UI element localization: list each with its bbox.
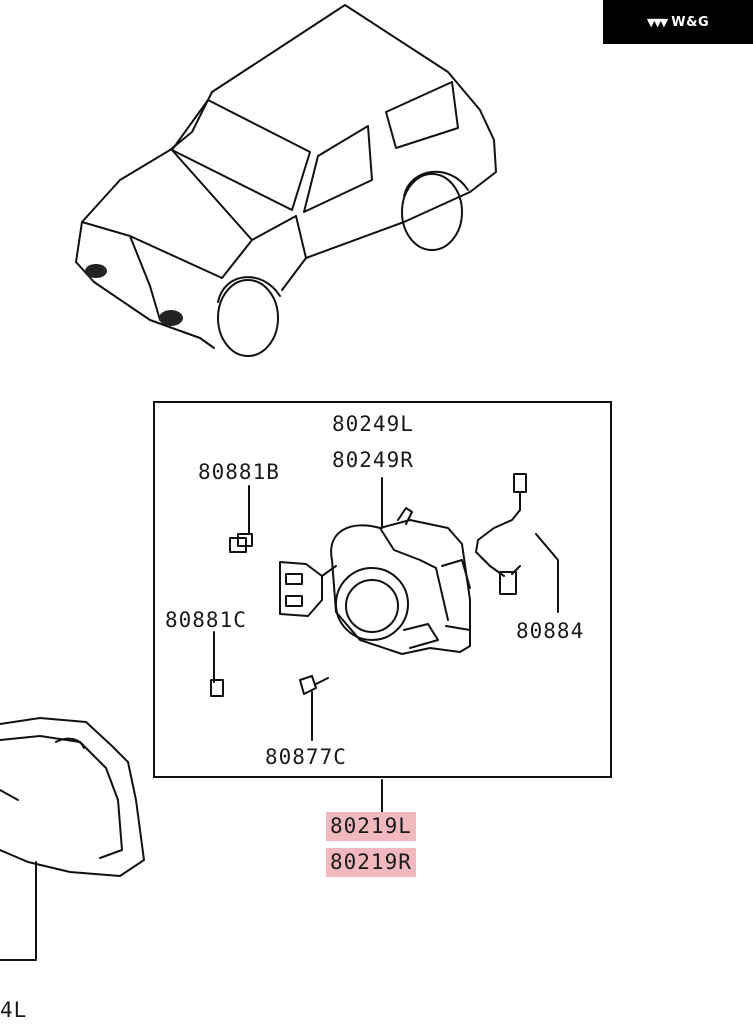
wg-logo-icon: ▼▼▼ — [646, 15, 668, 29]
fog-lamp-illustration — [279, 507, 471, 655]
adjacent-part-illustration — [0, 717, 145, 961]
callout-80219R: 80219R — [326, 848, 416, 877]
callout-80877C: 80877C — [265, 745, 347, 769]
callout-80881B: 80881B — [198, 460, 280, 484]
harness-illustration — [475, 473, 527, 595]
callout-partial-4L: 4L — [0, 998, 28, 1022]
clip-b-illustration — [229, 533, 253, 553]
brand-badge: ▼▼▼ W&G — [603, 0, 753, 44]
detail-frame — [153, 401, 612, 778]
vehicle-illustration — [75, 4, 497, 357]
clip-c-illustration — [210, 679, 224, 697]
callout-80249L: 80249L — [332, 412, 414, 436]
callout-80249R: 80249R — [332, 448, 414, 472]
callout-80884: 80884 — [516, 619, 585, 643]
brand-name: W&G — [671, 14, 710, 30]
callout-80881C: 80881C — [165, 608, 247, 632]
callout-80219L: 80219L — [326, 812, 416, 841]
screw-illustration — [299, 675, 329, 695]
